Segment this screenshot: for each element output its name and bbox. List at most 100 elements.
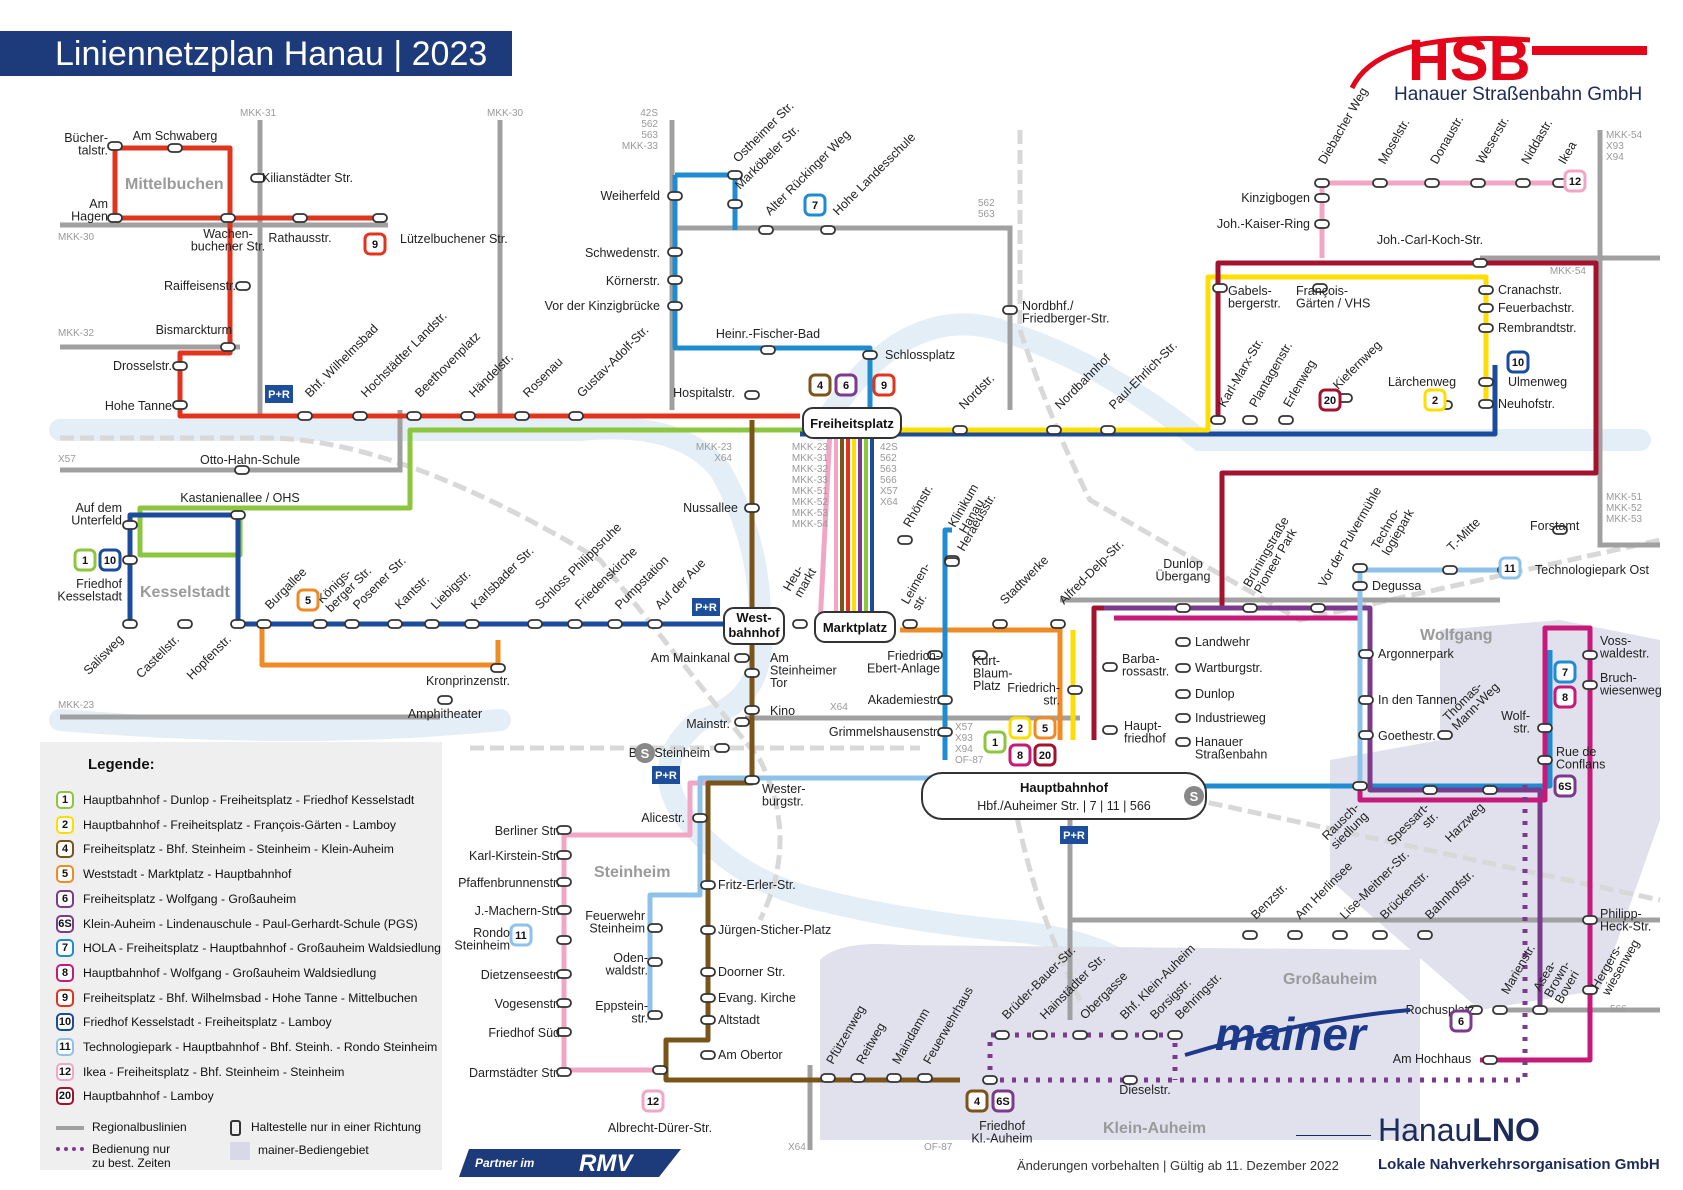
stop-marker-erlenweg[interactable] [1278, 415, 1294, 425]
stop-marker-thomas_mann[interactable] [1437, 730, 1453, 740]
stop-marker-stadtwerke[interactable] [992, 619, 1008, 629]
stop-marker-in_den_tannen[interactable] [1358, 695, 1374, 705]
stop-marker-grimmelshausen[interactable] [937, 727, 953, 737]
stop-marker-juergen_sticher[interactable] [700, 925, 716, 935]
stop-marker-auf_der_aue[interactable] [647, 619, 663, 629]
stop-marker-wachenbuchener[interactable] [220, 213, 236, 223]
stop-marker-vor_der_kinzigbruecke[interactable] [667, 301, 683, 311]
stop-marker-hainstaedter[interactable] [1032, 1030, 1048, 1040]
stop-marker-argonnerpark[interactable] [1358, 649, 1374, 659]
stop-marker-am_hochhaus[interactable] [1482, 1055, 1498, 1065]
stop-marker-haendelstr[interactable] [460, 411, 476, 421]
line-badge-8[interactable]: 8 [1008, 743, 1032, 767]
stop-marker-bhf_steinheim[interactable] [714, 743, 730, 753]
stop-marker-harzweg[interactable] [1482, 785, 1498, 795]
stop-marker-friedhof_kl_auheim[interactable] [982, 1075, 998, 1085]
stop-marker-alicestr[interactable] [692, 813, 708, 823]
stop-marker-posener[interactable] [344, 619, 360, 629]
stop-marker-hohe_tanne[interactable] [172, 400, 188, 410]
line-badge-4[interactable]: 4 [965, 1089, 989, 1113]
stop-marker-darmstaedter[interactable] [556, 1067, 572, 1077]
line-badge-2[interactable]: 2 [1008, 716, 1032, 740]
line-badge-5[interactable]: 5 [296, 588, 320, 612]
stop-marker-amphitheater[interactable] [437, 695, 453, 705]
stop-marker-niddastr[interactable] [1515, 178, 1531, 188]
stop-marker-vor_der_pulvermuehle[interactable] [1310, 603, 1326, 613]
stop-marker-am_mainkanal[interactable] [734, 653, 750, 663]
stop-marker-berliner[interactable] [556, 825, 572, 835]
stop-marker-hanauer_strassenbahn[interactable] [1175, 737, 1191, 747]
line-badge-20[interactable]: 20 [1033, 743, 1057, 767]
line-badge-9[interactable]: 9 [363, 232, 387, 256]
stop-marker-friedrichstr[interactable] [1067, 685, 1083, 695]
line-badge-7[interactable]: 7 [1553, 660, 1577, 684]
stop-marker-westerburgstr[interactable] [744, 775, 760, 785]
stop-marker-degussa[interactable] [1352, 581, 1368, 591]
line-badge-11[interactable]: 11 [1498, 556, 1522, 580]
stop-marker-bruening[interactable] [1242, 603, 1258, 613]
stop-marker-rembrandtstr[interactable] [1478, 323, 1494, 333]
stop-marker-gustav_adolf[interactable] [568, 411, 584, 421]
stop-marker-asea[interactable] [1532, 1005, 1548, 1015]
stop-marker-nordstr[interactable] [952, 425, 968, 435]
stop-marker-bhf_klein_auheim[interactable] [1112, 1030, 1128, 1040]
stop-marker-brueckenstr[interactable] [1372, 930, 1388, 940]
stop-marker-moselstr[interactable] [1372, 178, 1388, 188]
stop-marker-rhoenstr[interactable] [897, 535, 913, 545]
stop-marker-kronprinzenstr[interactable] [490, 663, 506, 673]
stop-marker-francois_gaerten[interactable] [1312, 283, 1328, 293]
stop-marker-spessartstr[interactable] [1422, 785, 1438, 795]
line-badge-7[interactable]: 7 [803, 193, 827, 217]
line-badge-4[interactable]: 4 [808, 373, 832, 397]
stop-marker-neuhofstr[interactable] [1478, 399, 1494, 409]
stop-marker-hochstaedter[interactable] [352, 411, 368, 421]
stop-marker-maindamm[interactable] [886, 1073, 902, 1083]
stop-marker-eppsteinstr[interactable] [647, 1010, 663, 1020]
stop-marker-koernerstr[interactable] [667, 275, 683, 285]
stop-marker-kinzigbogen[interactable] [1314, 193, 1330, 203]
stop-marker-heinr_fischer_bad[interactable] [760, 345, 776, 355]
stop-marker-brueder_bauer[interactable] [994, 1030, 1010, 1040]
stop-marker-leimenstr[interactable] [902, 619, 918, 629]
stop-marker-wartburgstr[interactable] [1175, 663, 1191, 673]
stop-marker-karl_marx[interactable] [1210, 415, 1226, 425]
stop-marker-burgallee[interactable] [256, 619, 272, 629]
stop-marker-castellstr[interactable] [177, 619, 193, 629]
stop-marker-raiffeisenstr[interactable] [235, 281, 251, 291]
line-badge-1[interactable]: 1 [983, 730, 1007, 754]
stop-marker-hauptfriedhof[interactable] [1102, 725, 1118, 735]
line-badge-6[interactable]: 6 [1449, 1009, 1473, 1033]
stop-marker-liebigstr[interactable] [424, 619, 440, 629]
stop-marker-akademiestr[interactable] [937, 695, 953, 705]
stop-marker-feuerwehrhaus[interactable] [917, 1073, 933, 1083]
line-badge-10[interactable]: 10 [98, 548, 122, 572]
line-badge-9[interactable]: 9 [872, 373, 896, 397]
stop-marker-dieselstr[interactable] [1122, 1075, 1138, 1085]
stop-marker-diebacher[interactable] [1314, 178, 1330, 188]
stop-marker-beethovenplatz[interactable] [406, 411, 422, 421]
stop-marker-plantagenstr[interactable] [1242, 415, 1258, 425]
stop-marker-rathausstr[interactable] [292, 213, 308, 223]
line-badge-6[interactable]: 6 [834, 373, 858, 397]
stop-marker-am_steinheimer_tor[interactable] [744, 668, 760, 678]
stop-marker-landwehr[interactable] [1175, 637, 1191, 647]
stop-marker-am_herlinsee[interactable] [1287, 930, 1303, 940]
stop-marker-joh_carl_koch[interactable] [1472, 258, 1488, 268]
stop-marker-heraeusstr[interactable] [944, 557, 960, 567]
stop-marker-kino[interactable] [744, 705, 760, 715]
stop-marker-albrecht_duerer[interactable] [652, 1065, 668, 1075]
stop-marker-kastanienallee[interactable] [230, 510, 246, 520]
stop-marker-rondo[interactable] [556, 935, 572, 945]
stop-marker-dietzensee[interactable] [556, 969, 572, 979]
stop-marker-feuerbachstr[interactable] [1478, 303, 1494, 313]
stop-marker-feuerwehr_steinheim[interactable] [647, 923, 663, 933]
stop-marker-nordbahnhof[interactable] [1046, 425, 1062, 435]
stop-marker-t_mitte[interactable] [1442, 565, 1458, 575]
stop-marker-gabelsbergerstr[interactable] [1212, 283, 1228, 293]
stop-marker-ulmenweg[interactable] [1478, 377, 1494, 387]
stop-marker-hergerswiesenweg[interactable] [1582, 985, 1598, 995]
line-badge-1[interactable]: 1 [73, 548, 97, 572]
stop-marker-am_schwaberg[interactable] [167, 143, 183, 153]
stop-marker-hopfenstr[interactable] [230, 619, 246, 629]
stop-marker-technologiepark[interactable] [1352, 563, 1368, 573]
